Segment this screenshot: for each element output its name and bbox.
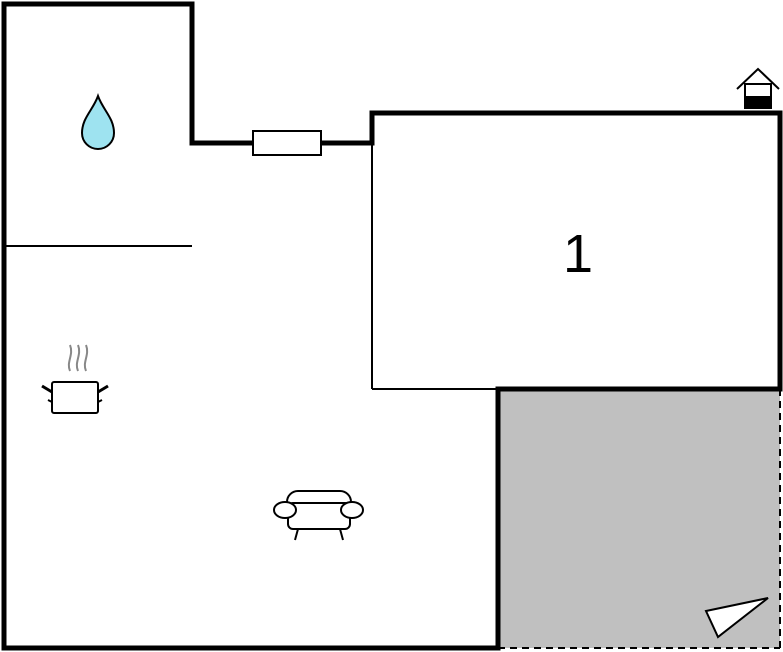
- water-drop-icon: [80, 93, 116, 150]
- compass-arrow-icon: [704, 597, 769, 639]
- bedroom-number-label: 1: [563, 224, 593, 284]
- window-symbol: [252, 130, 322, 156]
- house-entrance-icon: [736, 67, 780, 109]
- cooking-pot-icon: [41, 344, 109, 414]
- sofa-icon: [273, 490, 364, 541]
